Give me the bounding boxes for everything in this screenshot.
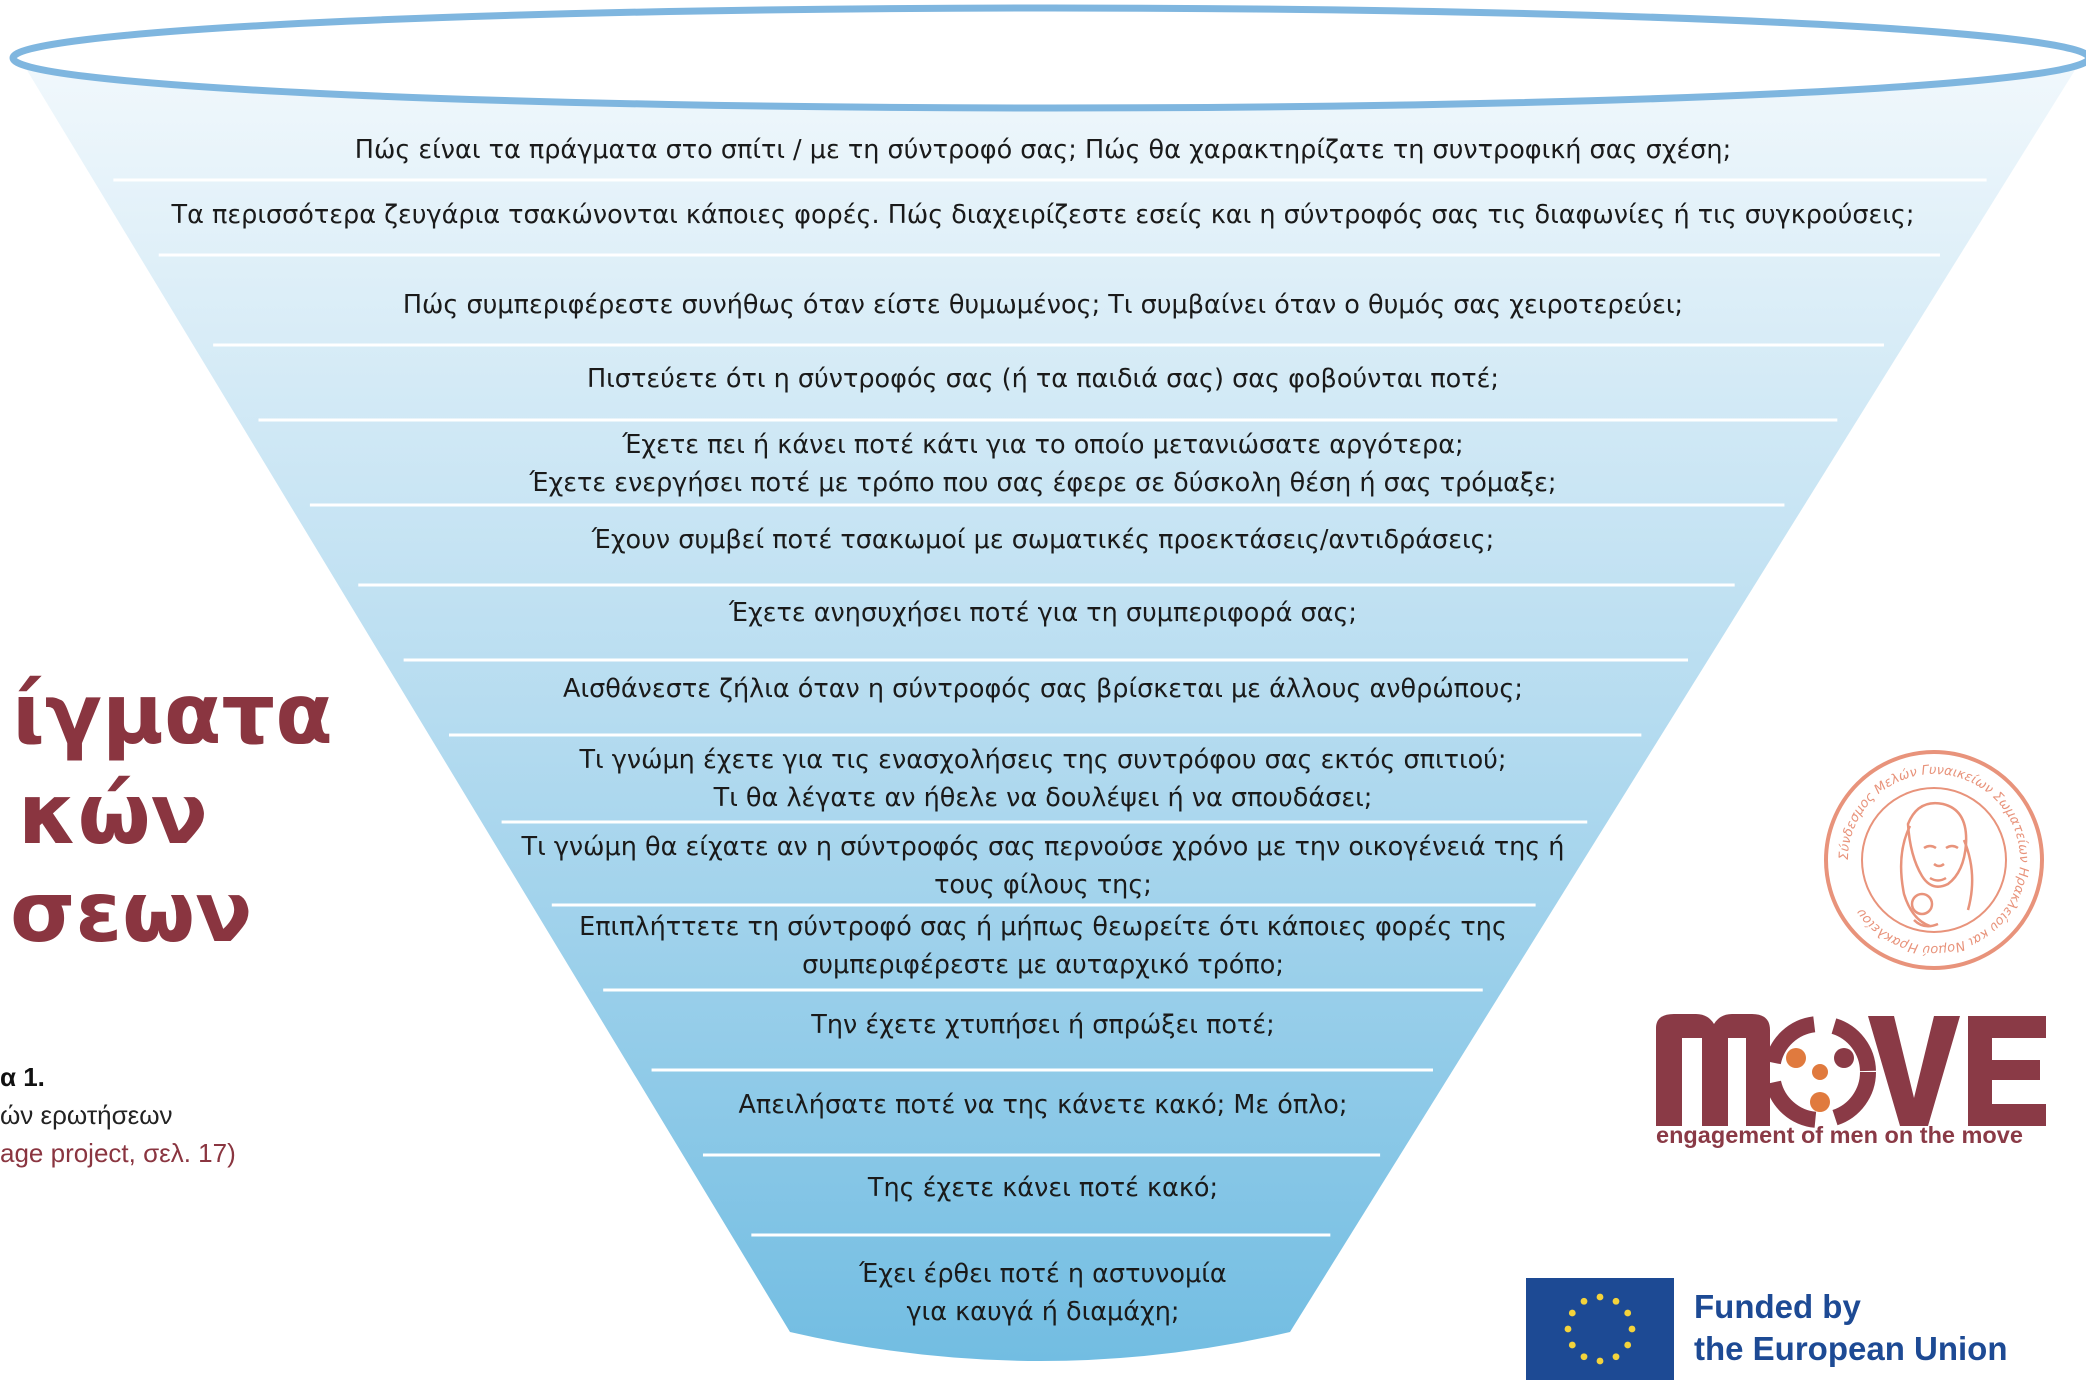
question-line: για καυγά ή διαμάχη; [906, 1297, 1180, 1327]
funnel-question-11: Επιπλήττετε τη σύντροφό σας ή μήπως θεωρ… [0, 908, 2086, 984]
question-line: Έχετε ενεργήσει ποτέ με τρόπο που σας έφ… [529, 468, 1557, 498]
move-tagline: engagement of men on the move [1656, 1122, 2023, 1148]
eu-star-icon [1612, 1353, 1620, 1361]
question-line: Απειλήσατε ποτέ να της κάνετε κακό; Με ό… [738, 1090, 1348, 1120]
funnel-question-6: Έχουν συμβεί ποτέ τσακωμοί με σωματικές … [0, 521, 2086, 559]
question-line: Πώς είναι τα πράγματα στο σπίτι / με τη … [354, 135, 1732, 165]
funnel-body [22, 62, 2080, 1361]
funnel-question-2: Τα περισσότερα ζευγάρια τσακώνονται κάπο… [0, 196, 2086, 234]
funnel-question-5: Έχετε πει ή κάνει ποτέ κάτι για το οποίο… [0, 426, 2086, 502]
funnel-band-dividers [113, 178, 1987, 1237]
question-line: Αισθάνεστε ζήλια όταν η σύντροφός σας βρ… [563, 674, 1523, 704]
funnel-question-1: Πώς είναι τα πράγματα στο σπίτι / με τη … [0, 131, 2086, 169]
question-line: Τι γνώμη θα είχατε αν η σύντροφός σας πε… [521, 832, 1565, 862]
question-line: Επιπλήττετε τη σύντροφό σας ή μήπως θεωρ… [579, 912, 1507, 942]
question-line: Πώς συμπεριφέρεστε συνήθως όταν είστε θυ… [402, 290, 1684, 320]
question-line: συμπεριφέρεστε με αυταρχικό τρόπο; [802, 950, 1284, 980]
question-line: Έχετε πει ή κάνει ποτέ κάτι για το οποίο… [622, 430, 1464, 460]
funnel-question-14: Της έχετε κάνει ποτέ κακό; [0, 1169, 2086, 1207]
title-line-1: ίγματα [12, 665, 333, 763]
eu-star-icon [1628, 1325, 1636, 1333]
title-line-2: κών [18, 765, 208, 863]
funnel-question-3: Πώς συμπεριφέρεστε συνήθως όταν είστε θυ… [0, 286, 2086, 324]
title-line-3: σεων [10, 863, 253, 961]
eu-star-icon [1580, 1353, 1588, 1361]
eu-star-icon [1596, 1293, 1604, 1301]
funnel-rim [9, 4, 2086, 112]
funnel-question-13: Απειλήσατε ποτέ να της κάνετε κακό; Με ό… [0, 1086, 2086, 1124]
question-line: τους φίλους της; [934, 870, 1152, 900]
eu-star-icon [1624, 1309, 1632, 1317]
eu-funded-line-1: Funded by [1694, 1288, 1861, 1325]
eu-star-icon [1596, 1357, 1604, 1365]
eu-star-icon [1568, 1309, 1576, 1317]
svg-text:Σύνδεσμος Μελών Γυναικείων Σωμ: Σύνδεσμος Μελών Γυναικείων Σωματείων Ηρα… [1837, 763, 2031, 957]
eu-star-icon [1568, 1341, 1576, 1349]
association-logo-text: Σύνδεσμος Μελών Γυναικείων Σωματείων Ηρα… [1837, 763, 2031, 957]
question-line: Τι γνώμη έχετε για τις ενασχολήσεις της … [579, 745, 1507, 775]
caption-figure-label: α 1. [0, 1062, 45, 1092]
funnel-question-8: Αισθάνεστε ζήλια όταν η σύντροφός σας βρ… [0, 670, 2086, 708]
funnel-question-9: Τι γνώμη έχετε για τις ενασχολήσεις της … [0, 741, 2086, 817]
funnel-question-10: Τι γνώμη θα είχατε αν η σύντροφός σας πε… [0, 828, 2086, 904]
association-logo: Σύνδεσμος Μελών Γυναικείων Σωματείων Ηρα… [1824, 750, 2044, 970]
question-line: Της έχετε κάνει ποτέ κακό; [867, 1173, 1219, 1203]
question-line: Πιστεύετε ότι η σύντροφός σας (ή τα παιδ… [587, 364, 1499, 394]
question-line: Έχει έρθει ποτέ η αστυνομία [859, 1259, 1227, 1289]
question-line: Την έχετε χτυπήσει ή σπρώξει ποτέ; [811, 1010, 1275, 1040]
funnel-question-7: Έχετε ανησυχήσει ποτέ για τη συμπεριφορά… [0, 594, 2086, 632]
move-o-people-icon [1764, 1016, 1876, 1128]
eu-star-icon [1580, 1297, 1588, 1305]
eu-star-icon [1624, 1341, 1632, 1349]
caption-reference: age project, σελ. 17) [0, 1138, 236, 1168]
question-line: Έχουν συμβεί ποτέ τσακωμοί με σωματικές … [591, 525, 1495, 555]
woman-portrait-icon [1899, 801, 1974, 928]
eu-funded-line-2: the European Union [1694, 1330, 2008, 1367]
question-line: Έχετε ανησυχήσει ποτέ για τη συμπεριφορά… [728, 598, 1358, 628]
move-logo [1656, 1014, 2046, 1128]
funnel-question-15: Έχει έρθει ποτέ η αστυνομία για καυγά ή δ… [0, 1255, 2086, 1331]
funnel-question-4: Πιστεύετε ότι η σύντροφός σας (ή τα παιδ… [0, 360, 2086, 398]
caption-description: ών ερωτήσεων [0, 1100, 173, 1130]
eu-star-icon [1612, 1297, 1620, 1305]
eu-star-icon [1564, 1325, 1572, 1333]
question-line: Τα περισσότερα ζευγάρια τσακώνονται κάπο… [171, 200, 1915, 230]
funnel-question-12: Την έχετε χτυπήσει ή σπρώξει ποτέ; [0, 1006, 2086, 1044]
question-line: Τι θα λέγατε αν ήθελε να δουλέψει ή να σ… [713, 783, 1373, 813]
eu-flag-icon [1526, 1278, 1674, 1380]
